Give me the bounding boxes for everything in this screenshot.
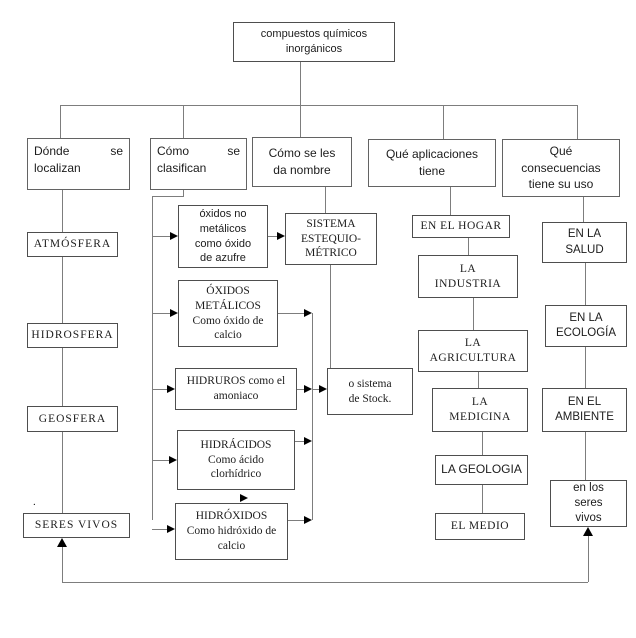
node-el-medio: EL MEDIO (435, 513, 525, 540)
node-seres-vivos: SERES VIVOS (23, 513, 130, 538)
connector-naming-spine (312, 313, 313, 520)
arrowhead-up-en-los-seres-vivos (583, 527, 593, 536)
node-en-el-hogar: EN EL HOGAR (412, 215, 510, 238)
connector-to-hidroxidos (152, 529, 167, 530)
connector-drop-clasifican (183, 105, 184, 138)
arrowhead-oxidos-metalicos (170, 309, 178, 317)
connector-medicina-geologia (482, 432, 483, 455)
node-la-agricultura: LA AGRICULTURA (418, 330, 528, 372)
connector-hidruros-to-spine2 (295, 389, 304, 390)
connector-to-oxidos-no-metalicos (152, 236, 170, 237)
arrowhead-to-stock (319, 385, 327, 393)
header-como-se-les-da-nombre: Cómo se les da nombre (252, 137, 352, 187)
node-hidroxidos: HIDRÓXIDOS Como hidróxido de calcio (175, 503, 288, 560)
header-donde-se-localizan: Dónde se localizan (27, 138, 130, 190)
header-que-aplicaciones-tiene: Qué aplicaciones tiene (368, 139, 496, 187)
connector-agricultura-medicina (478, 372, 479, 388)
node-hidruros: HIDRUROS como el amoniaco (175, 368, 297, 410)
arrowhead-oxidosB-spine2 (304, 309, 312, 317)
connector-hidroxidos-to-spine2 (286, 520, 304, 521)
connector-ambiente-seres (585, 432, 586, 480)
node-compuestos-quimicos-inorganicos: compuestos químicos inorgánicos (233, 22, 395, 62)
connector-clasifican-stub-h (152, 196, 184, 197)
connector-geologia-medio (482, 485, 483, 513)
node-sistema-estequiometrico: SISTEMA ESTEQUIO- MÉTRICO (285, 213, 377, 265)
connector-hidracidos-to-spine2 (293, 441, 304, 442)
arrowhead-hidracidos-spine2 (304, 437, 312, 445)
node-sistema-stock: o sistema de Stock. (327, 368, 413, 415)
node-oxidos-no-metalicos: óxidos no metálicos como óxido de azufre (178, 205, 268, 268)
connector-aplicaciones-header (450, 187, 451, 215)
arrowhead-up-seres-vivos (57, 538, 67, 547)
header-como-se-clasifican: Cómo se clasifican (150, 138, 247, 190)
arrowhead-hidroxidos (167, 525, 175, 533)
header-que-consecuencias: Qué consecuencias tiene su uso (502, 139, 620, 197)
node-oxidos-metalicos: ÓXIDOS METÁLICOS Como óxido de calcio (178, 280, 278, 347)
connector-spine2-to-stock (312, 389, 319, 390)
connector-drop-donde (60, 105, 61, 138)
node-la-medicina: LA MEDICINA (432, 388, 528, 432)
connector-root-vertical (300, 62, 301, 137)
node-hidracidos: HIDRÁCIDOS Como ácido clorhídrico (177, 430, 295, 490)
node-hidrosfera: HIDROSFERA (27, 323, 118, 348)
connector-branch-horizontal (60, 105, 578, 106)
connector-to-oxidos-metalicos (152, 313, 170, 314)
connector-salud-ecologia (585, 263, 586, 305)
connector-clasifican-spine (152, 196, 153, 520)
connector-feedback-horizontal (62, 582, 588, 583)
node-la-industria: LA INDUSTRIA (418, 255, 518, 298)
node-en-la-salud: EN LA SALUD (542, 222, 627, 263)
stray-period: . (33, 496, 36, 508)
node-en-el-ambiente: EN EL AMBIENTE (542, 388, 627, 432)
connector-drop-consecuencias (577, 105, 578, 139)
node-la-geologia: LA GEOLOGIA (435, 455, 528, 485)
connector-to-hidracidos (152, 460, 169, 461)
connector-to-hidruros (152, 389, 167, 390)
connector-oxidosA-to-sistema (266, 236, 277, 237)
arrowhead-hidruros (167, 385, 175, 393)
connector-industria-agricultura (473, 298, 474, 330)
node-geosfera: GEOSFERA (27, 406, 118, 432)
arrowhead-hidruros-spine2 (304, 385, 312, 393)
connector-oxidosB-to-spine2 (276, 313, 304, 314)
arrowhead-hidracidos (169, 456, 177, 464)
node-en-los-seres-vivos: en los seres vivos (550, 480, 627, 527)
connector-sistema-to-stock (330, 265, 331, 368)
stray-arrowhead (240, 494, 248, 502)
connector-feedback-right (588, 536, 589, 582)
connector-hogar-industria (468, 238, 469, 255)
node-atmosfera: ATMÓSFERA (27, 232, 118, 257)
arrowhead-hidroxidos-spine2 (304, 516, 312, 524)
connector-consecuencias-header (583, 197, 584, 222)
arrowhead-oxidos-no-metalicos (170, 232, 178, 240)
connector-feedback-left (62, 547, 63, 582)
arrowhead-to-sistema (277, 232, 285, 240)
connector-ecologia-ambiente (585, 347, 586, 388)
connector-nombre-header (325, 187, 326, 213)
node-en-la-ecologia: EN LA ECOLOGÍA (545, 305, 627, 347)
connector-drop-aplicaciones (443, 105, 444, 139)
